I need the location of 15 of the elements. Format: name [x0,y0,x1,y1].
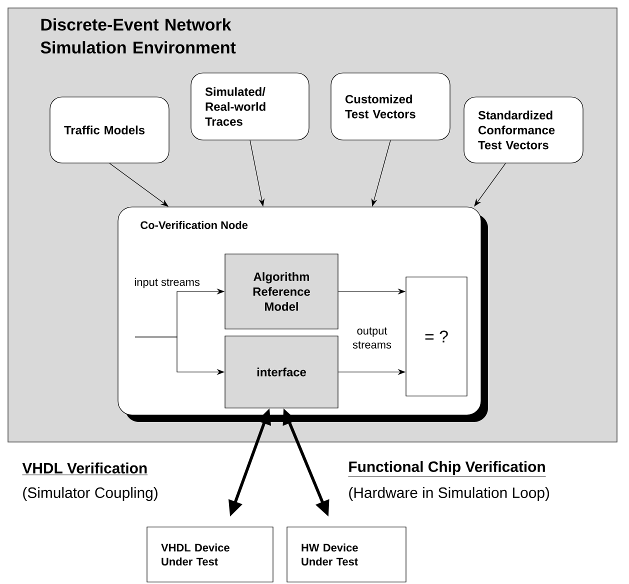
input-source-box: Simulated/ Real-world Traces [190,72,310,140]
input-source-box: Traffic Models [50,96,170,164]
input-source-box: Standardized Conformance Test Vectors [464,96,584,164]
input-source-box: Customized Test Vectors [330,72,450,140]
section-heading: VHDL Verification [22,462,148,476]
stream-label: input streams [134,278,200,288]
device-box: VHDL Device Under Test [146,526,274,582]
section-subtitle: (Hardware in Simulation Loop) [349,487,550,501]
section-subtitle: (Simulator Coupling) [23,487,158,501]
device-box: HW Device Under Test [286,526,406,582]
stream-label: output streams [352,327,392,349]
process-box: Algorithm Reference Model [224,254,338,330]
process-box: interface [224,336,338,408]
section-heading: Functional Chip Verification [348,461,546,477]
comparator-box: = ? [406,276,468,396]
